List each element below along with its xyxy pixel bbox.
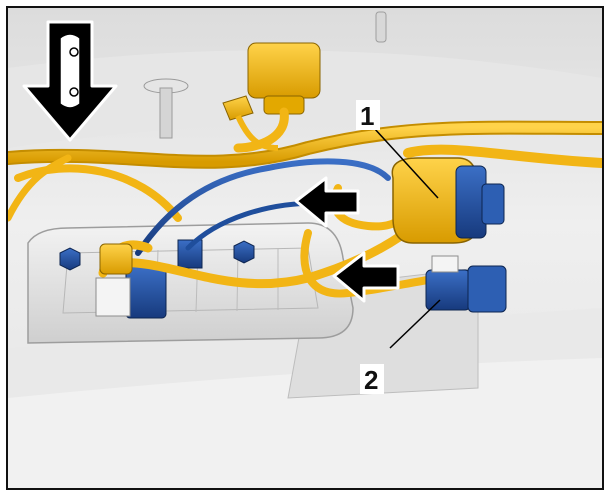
yellow-wire-housing xyxy=(113,218,423,289)
top-connector-lead xyxy=(233,107,289,153)
housing-inner-edge xyxy=(62,247,319,314)
stud-shaft xyxy=(159,87,173,139)
connector-1 xyxy=(391,157,505,244)
housing-blue-connector xyxy=(125,265,167,319)
callout-2: 2 xyxy=(364,365,378,395)
down-arrow-with-car-icon xyxy=(22,20,118,142)
housing-nut-right xyxy=(233,240,255,264)
callout-1: 1 xyxy=(360,101,374,131)
small-yellow-terminal xyxy=(222,95,254,121)
left-arrow-icon xyxy=(294,176,360,228)
callout-2-leader xyxy=(389,299,441,349)
floor-lower xyxy=(8,358,602,488)
housing-yellow-connector xyxy=(99,243,133,275)
top-yellow-connector xyxy=(247,42,321,99)
left-arrow-icon xyxy=(332,251,400,303)
housing-nut-left xyxy=(59,247,81,271)
diagram-border: 1 2 xyxy=(6,6,604,490)
harness-branch-left xyxy=(14,164,182,222)
callout-1-box xyxy=(356,100,380,130)
diagram-illustration: 1 2 xyxy=(8,8,602,488)
housing-clip xyxy=(95,277,131,317)
callout-1-leader xyxy=(373,127,439,199)
main-harness xyxy=(8,122,602,167)
connector-2 xyxy=(425,255,507,313)
small-terminal-lead xyxy=(235,114,279,151)
blue-wire-upper xyxy=(135,158,391,256)
harness-branch-right xyxy=(403,144,602,168)
yellow-wire-to-connector-2 xyxy=(300,229,432,298)
callout-2-box xyxy=(360,364,384,394)
top-bolt xyxy=(375,11,387,43)
housing-blue-plug xyxy=(177,239,203,269)
harness-branch-edge xyxy=(8,154,72,222)
